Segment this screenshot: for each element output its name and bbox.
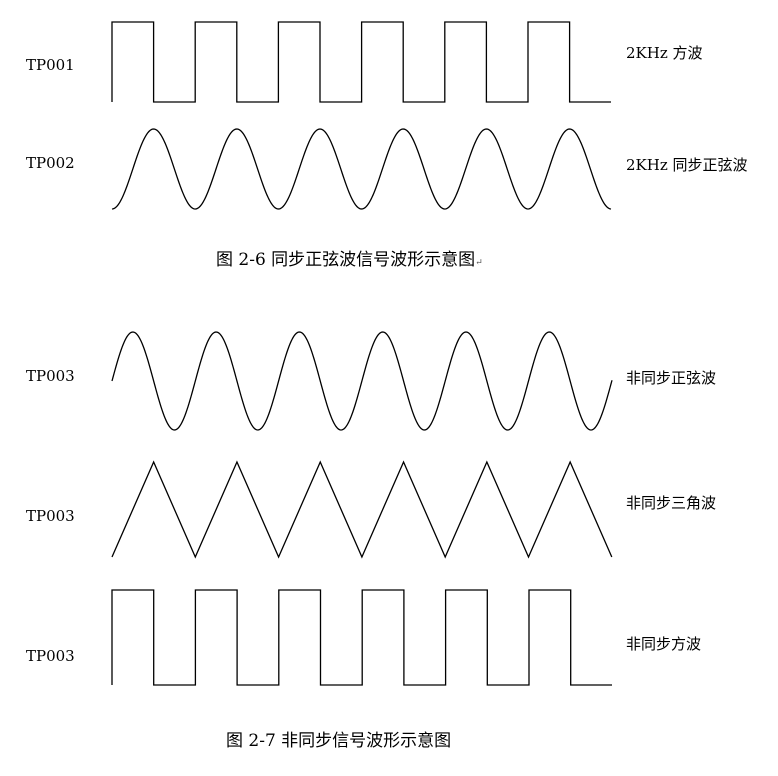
sine-wave-trace [111, 331, 613, 431]
sine-wave-trace [111, 128, 612, 210]
tp003-square-description: 非同步方波 [626, 635, 702, 653]
figure-2-6-caption-text: 图 2-6 同步正弦波信号波形示意图 [216, 250, 476, 270]
figure-2-7-caption: 图 2-7 非同步信号波形示意图 [226, 731, 452, 751]
tp003-sine-description: 非同步正弦波 [626, 369, 717, 387]
tp002-description: 2KHz 同步正弦波 [626, 156, 748, 174]
tp003-sine-label: TP003 [26, 367, 75, 385]
tp001-description: 2KHz 方波 [626, 44, 703, 62]
square-wave-trace [111, 21, 611, 103]
tp003-triangle-description: 非同步三角波 [626, 494, 717, 512]
triangle-wave-trace [111, 460, 613, 559]
square-wave-trace [111, 589, 612, 686]
tp003-triangle-label: TP003 [26, 507, 75, 525]
tp003-square-label: TP003 [26, 647, 75, 665]
return-mark-icon: ↵ [475, 258, 483, 268]
tp002-label: TP002 [26, 154, 75, 172]
figure-2-6-caption: 图 2-6 同步正弦波信号波形示意图↵ [216, 245, 483, 270]
tp001-label: TP001 [26, 56, 75, 74]
